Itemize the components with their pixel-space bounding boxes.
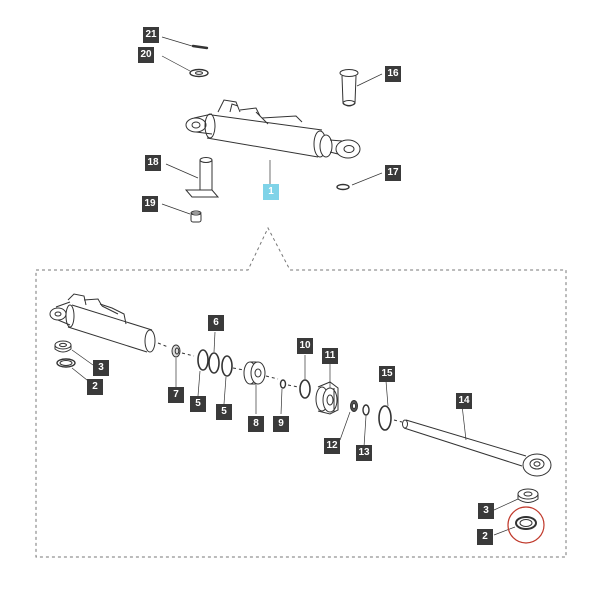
callout-2-b[interactable]: 2 [477, 529, 493, 545]
part-1-cylinder-assembly [185, 99, 361, 184]
part-7-small-ring [171, 344, 195, 387]
part-19-bolt [161, 203, 202, 223]
detail-cylinder-barrel [49, 293, 169, 353]
callout-16[interactable]: 16 [385, 66, 401, 82]
callout-10[interactable]: 10 [297, 338, 313, 354]
part-17-clip [336, 172, 383, 191]
part-8-piston [243, 361, 279, 414]
part-10-o-ring [299, 355, 311, 399]
part-5-6-o-rings [197, 331, 245, 405]
part-16-pin [339, 69, 383, 107]
callout-12[interactable]: 12 [324, 438, 340, 454]
part-3-bushing-right [493, 488, 539, 511]
callout-1[interactable]: 1 [263, 184, 279, 200]
part-15-ring [378, 380, 403, 431]
callout-18[interactable]: 18 [145, 155, 161, 171]
callout-19[interactable]: 19 [142, 196, 158, 212]
callout-7[interactable]: 7 [168, 387, 184, 403]
callout-11[interactable]: 11 [322, 348, 338, 364]
part-18-bracket [165, 157, 220, 198]
callout-14[interactable]: 14 [456, 393, 472, 409]
callout-3[interactable]: 3 [93, 360, 109, 376]
callout-13[interactable]: 13 [356, 445, 372, 461]
callout-8[interactable]: 8 [248, 416, 264, 432]
callout-3-b[interactable]: 3 [478, 503, 494, 519]
detail-frame [35, 226, 567, 558]
part-21-pin [161, 36, 209, 50]
part-2-ring-right [493, 516, 537, 536]
callout-21[interactable]: 21 [143, 27, 159, 43]
callout-5[interactable]: 5 [190, 396, 206, 412]
selection-circle [507, 506, 545, 544]
part-9-small-o-ring [279, 379, 299, 415]
part-11-gland [315, 364, 339, 415]
callout-6[interactable]: 6 [208, 315, 224, 331]
callout-2[interactable]: 2 [87, 379, 103, 395]
callout-20[interactable]: 20 [138, 47, 154, 63]
part-12-13-seals [339, 400, 370, 448]
callout-15[interactable]: 15 [379, 366, 395, 382]
callout-9[interactable]: 9 [273, 416, 289, 432]
part-3-bushing-left [54, 340, 94, 366]
part-20-washer [161, 55, 209, 78]
callout-5-b[interactable]: 5 [216, 404, 232, 420]
callout-17[interactable]: 17 [385, 165, 401, 181]
part-14-piston-rod [402, 404, 552, 477]
